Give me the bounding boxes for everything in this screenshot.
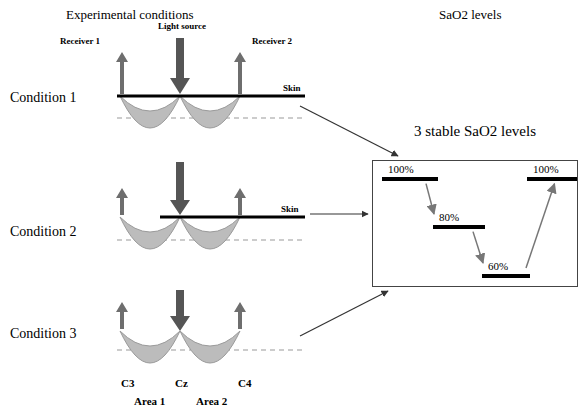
part-label: Area 2 — [196, 395, 227, 408]
level-bar: 60% — [482, 260, 530, 278]
condition-label: Condition 2 — [10, 224, 77, 240]
condition-label: Condition 3 — [10, 326, 77, 342]
part-label: Area 1 — [134, 395, 165, 408]
column-heading: SaO2 levels — [439, 8, 501, 23]
levels-box: 3 stable SaO2 levels100%80%60%100% — [372, 160, 578, 287]
level-value: 80% — [433, 211, 485, 224]
part-label: C3 — [121, 377, 134, 390]
condition-1-figure — [116, 38, 305, 128]
part-label: Light source — [158, 21, 206, 31]
level-bar: 100% — [382, 163, 438, 181]
level-bar: 80% — [433, 211, 485, 229]
pointer-arrow — [300, 106, 398, 156]
box-heading: 3 stable SaO2 levels — [373, 123, 577, 140]
level-bar: 100% — [527, 163, 577, 181]
part-label: Cz — [175, 377, 188, 390]
transition-arrow — [526, 184, 555, 268]
column-heading: Experimental conditions — [66, 8, 193, 23]
condition-3-figure — [116, 290, 305, 363]
level-value: 100% — [527, 163, 577, 176]
part-label: Receiver 1 — [60, 36, 100, 46]
level-value: 100% — [382, 163, 438, 176]
condition-label: Condition 1 — [10, 90, 77, 106]
part-label: C4 — [238, 377, 251, 390]
transition-arrow — [473, 232, 483, 263]
level-value: 60% — [482, 260, 530, 273]
part-label: Skin — [283, 83, 301, 93]
pointer-arrow — [300, 291, 388, 336]
condition-2-figure — [116, 162, 305, 249]
pointer-arrow — [310, 213, 368, 214]
part-label: Skin — [281, 204, 299, 214]
transition-arrow — [426, 184, 434, 214]
part-label: Receiver 2 — [252, 36, 292, 46]
